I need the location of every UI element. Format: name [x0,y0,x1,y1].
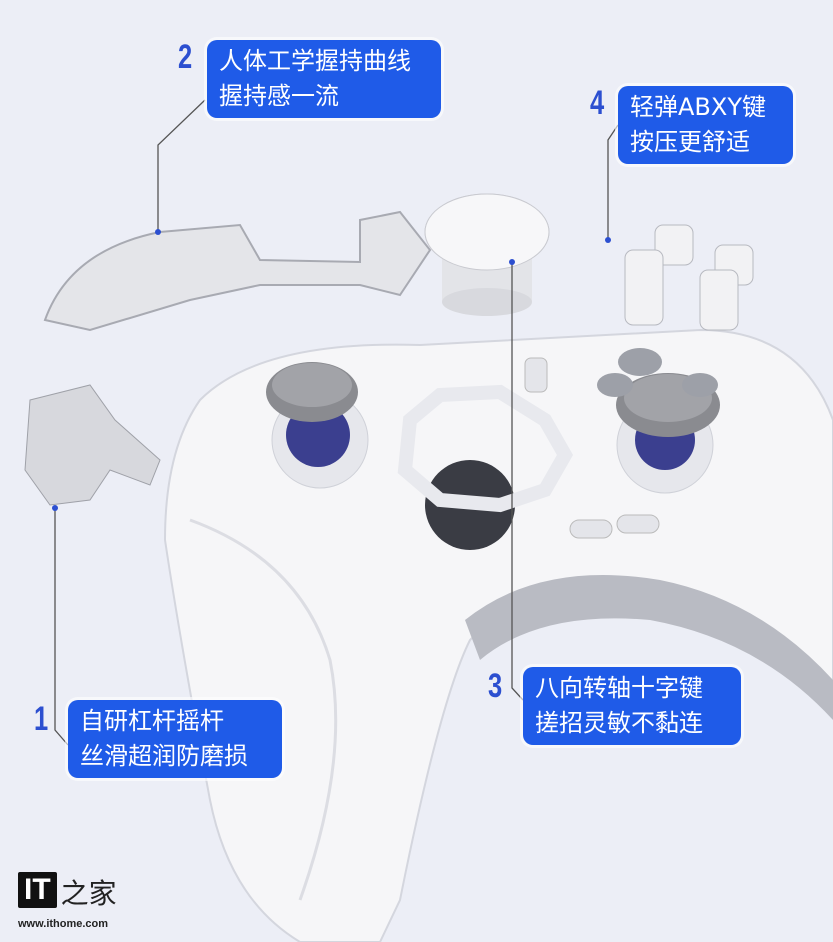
connector-line-2 [157,99,206,232]
callout-4-line2: 按压更舒适 [630,128,750,156]
connector-line-3 [511,262,524,701]
callout-2: 人体工学握持曲线 握持感一流 [207,40,441,118]
callout-2-line2: 握持感一流 [219,82,339,110]
dpad-ring [397,384,574,513]
callout-4-line1: 轻弹ABXY键 [630,93,766,121]
callout-3: 八向转轴十字键 搓招灵敏不黏连 [523,667,741,745]
callout-3-line2: 搓招灵敏不黏连 [535,709,703,737]
callout-1-line2: 丝滑超润防磨损 [80,742,248,770]
grip-shell [43,210,432,332]
connector-line-4 [607,124,619,240]
callout-number-4: 4 [590,84,605,122]
callout-number-3: 3 [488,667,503,705]
connector-line-1 [54,508,69,746]
logo-mark: 之家 [60,877,117,910]
callout-3-line1: 八向转轴十字键 [535,674,703,702]
callout-1: 自研杠杆摇杆 丝滑超润防磨损 [68,700,282,778]
logo-it: IT [18,872,57,908]
callout-2-line1: 人体工学握持曲线 [219,47,411,75]
watermark-url: www.ithome.com [18,918,109,930]
callout-number-1: 1 [34,700,49,738]
callout-number-2: 2 [178,38,193,76]
callout-4: 轻弹ABXY键 按压更舒适 [618,86,793,164]
trigger-part [24,384,161,506]
grip-shadow [465,575,833,720]
abxy-buttons [624,224,754,331]
callout-1-line1: 自研杠杆摇杆 [80,707,224,735]
